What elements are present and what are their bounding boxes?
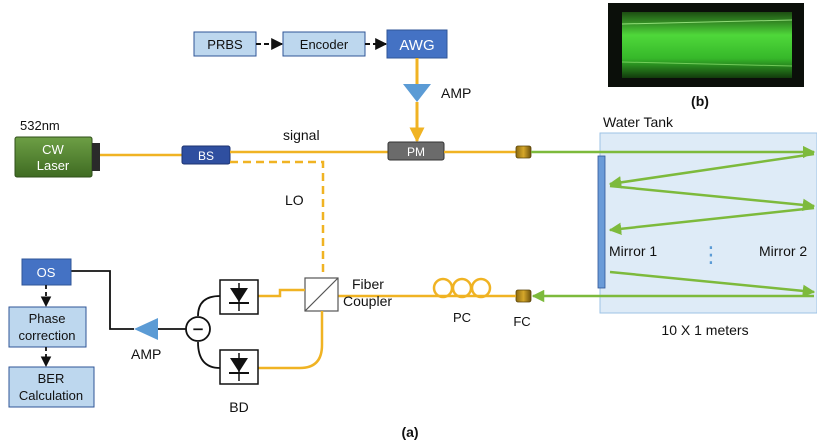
coupler-label-line1: Fiber <box>352 276 384 292</box>
amp-triangle-top <box>403 84 431 102</box>
phase-label-line2: correction <box>18 328 75 343</box>
balanced-detector-top <box>219 279 259 315</box>
coupler-to-bd-top-fiber <box>258 288 305 298</box>
amp-triangle-rx <box>134 318 158 340</box>
prbs-box <box>193 31 257 57</box>
awg-label: AWG <box>399 37 434 54</box>
pc-label: PC <box>453 310 471 325</box>
bs-label: BS <box>198 149 214 163</box>
amp-rx-label: AMP <box>131 346 161 362</box>
wavelength-label: 532nm <box>20 118 60 133</box>
fiber-coupler <box>304 277 339 312</box>
cw-laser <box>14 136 100 178</box>
bd-label: BD <box>229 399 248 415</box>
polarization-controller <box>432 277 492 299</box>
ber-calculation-box <box>8 366 95 408</box>
water-tank-title: Water Tank <box>603 114 674 130</box>
more-passes-ellipsis: ⋮ <box>700 243 722 268</box>
fc-label: FC <box>513 314 530 329</box>
subtractor-symbol: − <box>192 320 205 338</box>
lo-label: LO <box>285 192 304 208</box>
panel-b-label: (b) <box>691 93 709 109</box>
laser-beam-path <box>531 145 816 303</box>
coupler-to-bd-bottom-fiber <box>258 311 324 370</box>
os-box <box>21 258 72 286</box>
phase-label-line1: Phase <box>29 311 66 326</box>
phase-correction-box <box>8 306 87 348</box>
laser-label-line1: CW <box>42 142 64 157</box>
signal-label: signal <box>283 127 320 143</box>
mirror-2-label: Mirror 2 <box>759 243 807 259</box>
amp-top-label: AMP <box>441 85 471 101</box>
encoder-label: Encoder <box>300 37 349 52</box>
tank-size-label: 10 X 1 meters <box>661 322 748 338</box>
water-tank-photo <box>608 3 804 87</box>
laser-label-line2: Laser <box>37 158 70 173</box>
panel-a-label: (a) <box>401 424 418 440</box>
amp-to-os-wire <box>71 270 134 330</box>
awg-box <box>386 29 448 59</box>
rx-collimator <box>515 289 532 303</box>
lo-dashed-fiber <box>230 160 325 276</box>
bd-bottom-to-subtractor <box>197 341 221 369</box>
ber-label-line1: BER <box>38 371 65 386</box>
bd-top-to-subtractor <box>197 295 221 317</box>
water-tank <box>599 132 817 314</box>
mirror-1 <box>597 155 606 289</box>
prbs-label: PRBS <box>207 37 243 52</box>
ber-label-line2: Calculation <box>19 388 83 403</box>
mirror-1-label: Mirror 1 <box>609 243 657 259</box>
pm-label: PM <box>407 145 425 159</box>
coupler-label-line2: Coupler <box>343 293 392 309</box>
beam-splitter <box>181 145 231 165</box>
balanced-detector-bottom <box>219 349 259 385</box>
os-label: OS <box>37 265 56 280</box>
tx-collimator <box>515 145 532 159</box>
